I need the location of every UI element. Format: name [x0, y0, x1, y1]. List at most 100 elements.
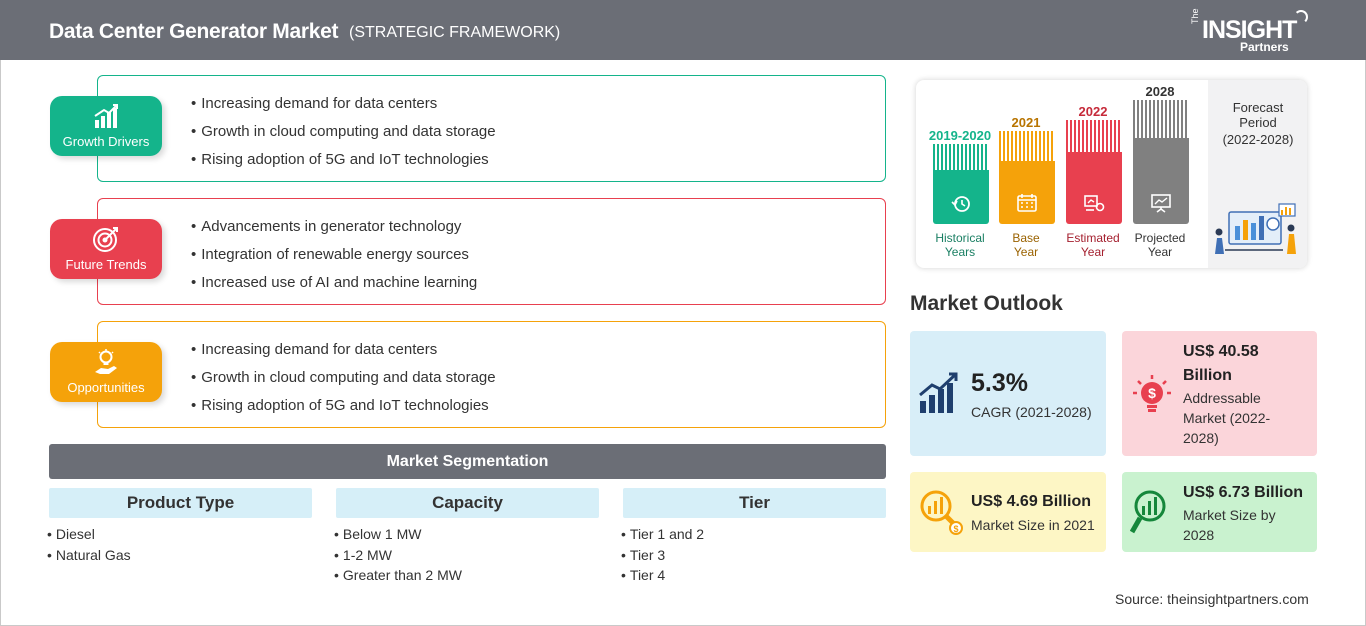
market-size-2028-label-1: Market Size by [1183, 507, 1276, 523]
market-size-2028-card: US$ 6.73 Billion Market Size by 2028 [1122, 472, 1317, 552]
addressable-value-2: Billion [1183, 367, 1232, 384]
list-item: Natural Gas [47, 546, 131, 567]
market-size-2021-value: US$ 4.69 Billion [971, 493, 1092, 510]
timeline-bar-projected [1133, 100, 1189, 224]
magnifier-chart-icon: $ [920, 490, 963, 535]
history-icon [951, 196, 970, 212]
logo-the: The [1190, 8, 1200, 24]
insight-partners-logo[interactable]: The INSIGHT Partners [1190, 8, 1310, 54]
logo-arc-icon [1294, 10, 1308, 24]
seg-heading-product-type: Product Type [49, 488, 312, 518]
opportunities-badge: Opportunities [50, 342, 162, 402]
timeline-label-base-2: Year [1013, 245, 1039, 259]
list-item: Increasing demand for data centers [191, 94, 496, 122]
growth-chart-icon [94, 104, 118, 128]
timeline-label-estimated-2: Year [1080, 245, 1106, 259]
timeline-year-projected: 2028 [1145, 84, 1175, 99]
list-item: Increasing demand for data centers [191, 340, 496, 368]
presentation-icon [1151, 194, 1171, 213]
addressable-label-2: Market (2022- [1183, 410, 1271, 426]
cagr-label: CAGR (2021-2028) [971, 404, 1092, 420]
list-item: Tier 4 [621, 566, 704, 587]
market-outlook-title: Market Outlook [910, 292, 1063, 315]
forecast-line-2: Period [1239, 115, 1277, 130]
growth-drivers-label: Growth Drivers [62, 134, 150, 149]
timeline-label-historical-2: Years [944, 245, 976, 259]
bar-stripes [933, 144, 989, 170]
bar-stripes [999, 131, 1055, 161]
list-item: Rising adoption of 5G and IoT technologi… [191, 396, 496, 424]
cagr-card: 5.3% CAGR (2021-2028) [910, 331, 1106, 456]
addressable-market-card: $ US$ 40.58 Billion Addressable Market (… [1122, 331, 1317, 456]
source-credit: Source: theinsightpartners.com [1115, 591, 1309, 607]
list-item: Increased use of AI and machine learning [191, 273, 477, 301]
analytics-team-illustration-icon [1215, 203, 1296, 254]
future-trends-badge: Future Trends [50, 219, 162, 279]
opportunities-label: Opportunities [67, 380, 145, 395]
forecast-line-1: Forecast [1232, 100, 1284, 115]
timeline-year-estimated: 2022 [1078, 104, 1108, 119]
seg-heading-capacity: Capacity [336, 488, 599, 518]
timeline-bar-estimated [1066, 120, 1122, 224]
growth-drivers-badge: Growth Drivers [50, 96, 162, 156]
seg-list-tier: Tier 1 and 2 Tier 3 Tier 4 [621, 525, 704, 587]
estimate-icon [1084, 195, 1105, 212]
forecast-period-text: Forecast Period (2022-2028) [1216, 100, 1300, 147]
timeline-year-base: 2021 [1011, 115, 1041, 130]
timeline-label-base-1: Base [1012, 231, 1040, 245]
market-size-2021-label: Market Size in 2021 [971, 517, 1095, 533]
calendar-icon [1017, 194, 1037, 212]
market-size-2021-card: $ US$ 4.69 Billion Market Size in 2021 [910, 472, 1106, 552]
timeline-label-projected-1: Projected [1134, 231, 1186, 245]
bar-stripes [1133, 100, 1189, 138]
list-item: Rising adoption of 5G and IoT technologi… [191, 150, 496, 178]
timeline-bar-historical [933, 144, 989, 224]
timeline-year-historical: 2019-2020 [928, 128, 992, 143]
future-trends-label: Future Trends [65, 257, 147, 272]
addressable-label-3: 2028) [1183, 430, 1219, 446]
market-size-2028-label-2: 2028 [1183, 527, 1215, 543]
list-item: Integration of renewable energy sources [191, 245, 477, 273]
growth-drivers-list: Increasing demand for data centers Growt… [191, 94, 496, 178]
page-title: Data Center Generator Market [49, 20, 339, 43]
list-item: Greater than 2 MW [334, 566, 462, 587]
seg-list-capacity: Below 1 MW 1-2 MW Greater than 2 MW [334, 525, 462, 587]
seg-list-product-type: Diesel Natural Gas [47, 525, 131, 566]
list-item: Tier 3 [621, 546, 704, 567]
list-item: Advancements in generator technology [191, 217, 477, 245]
list-item: Diesel [47, 525, 131, 546]
timeline-bar-base [999, 131, 1055, 224]
bar-stripes [1066, 120, 1122, 152]
growth-magnifier-icon [1130, 490, 1166, 534]
future-trends-box: Advancements in generator technology Int… [97, 198, 886, 305]
addressable-label-1: Addressable [1183, 390, 1261, 406]
timeline-label-projected-2: Year [1147, 245, 1173, 259]
list-item: Growth in cloud computing and data stora… [191, 368, 495, 396]
logo-partners: Partners [1240, 40, 1289, 54]
list-item: Tier 1 and 2 [621, 525, 704, 546]
target-icon [93, 227, 118, 252]
list-item: 1-2 MW [334, 546, 462, 567]
market-segmentation-bar: Market Segmentation [49, 444, 886, 479]
lightbulb-hand-icon [95, 349, 117, 374]
bar-fill [1066, 152, 1122, 224]
list-item: Growth in cloud computing and data stora… [191, 122, 495, 150]
money-bulb-icon: $ [1133, 375, 1171, 412]
seg-heading-tier: Tier [623, 488, 886, 518]
logo-insight: INSIGHT [1202, 16, 1297, 44]
opportunities-list: Increasing demand for data centers Growt… [191, 340, 496, 424]
page-subtitle: (STRATEGIC FRAMEWORK) [349, 24, 561, 41]
growth-drivers-box: Increasing demand for data centers Growt… [97, 75, 886, 182]
header-bar: Data Center Generator Market (STRATEGIC … [0, 0, 1366, 60]
addressable-value-1: US$ 40.58 [1183, 343, 1259, 360]
market-size-2028-value: US$ 6.73 Billion [1183, 484, 1304, 501]
timeline-label-historical-1: Historical [935, 231, 985, 245]
list-item: Below 1 MW [334, 525, 462, 546]
timeline-card: 2019-2020 Historical Years 2021 Base Yea… [916, 80, 1307, 268]
svg-text:$: $ [1148, 385, 1156, 401]
forecast-line-3: (2022-2028) [1222, 132, 1294, 147]
timeline-label-estimated-1: Estimated [1066, 231, 1120, 245]
cagr-value: 5.3% [971, 369, 1028, 397]
svg-text:$: $ [953, 524, 958, 534]
cagr-chart-icon [919, 372, 958, 413]
